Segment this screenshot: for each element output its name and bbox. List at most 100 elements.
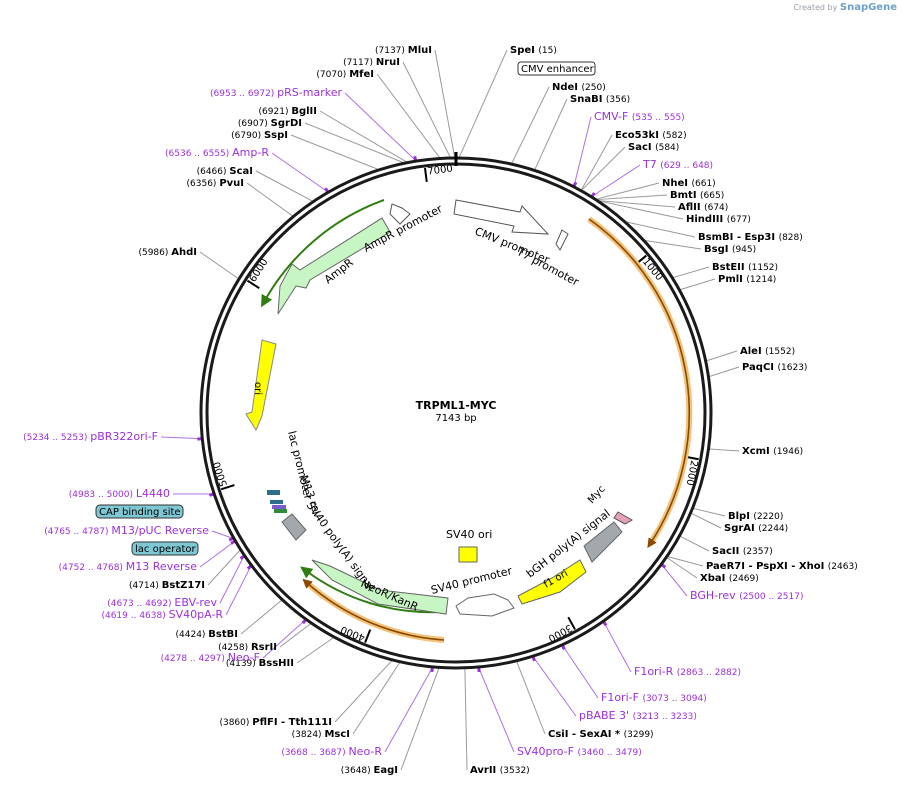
primer-leader bbox=[478, 667, 515, 753]
tick-label: 5000 bbox=[212, 460, 230, 488]
tick-mark bbox=[220, 484, 235, 491]
enzyme-labels: SpeI (15)NdeI (250)SnaBI (356)Eco53kI (5… bbox=[129, 45, 858, 776]
enzyme-leader bbox=[645, 239, 702, 250]
enzyme-label: (3648) EagI bbox=[341, 765, 398, 776]
enzyme-label: (7117) NruI bbox=[343, 57, 400, 68]
enzyme-position: (7137) bbox=[375, 46, 408, 56]
enzyme-name: AhdI bbox=[171, 247, 197, 258]
primer-leader bbox=[573, 116, 592, 186]
enzyme-leader bbox=[279, 623, 311, 648]
ampr-arc bbox=[261, 199, 385, 308]
primer-labels: CMV-F (535 .. 555)T7 (629 .. 648)BGH-rev… bbox=[23, 86, 803, 758]
myc-label: Myc bbox=[586, 484, 608, 506]
enzyme-leader bbox=[598, 200, 676, 208]
enzyme-position: (3532) bbox=[500, 766, 530, 776]
primer-position: (2500 .. 2517) bbox=[739, 592, 803, 602]
enzyme-name: MfeI bbox=[349, 69, 374, 80]
enzyme-name: BstBI bbox=[208, 629, 238, 640]
enzyme-name: BmtI bbox=[670, 190, 700, 201]
primer-position: (6953 .. 6972) bbox=[210, 89, 277, 99]
enzyme-leader bbox=[626, 221, 696, 238]
enzyme-label: Eco53kI (582) bbox=[615, 130, 687, 141]
enzyme-position: (945) bbox=[732, 245, 756, 255]
enzyme-name: AvrII bbox=[470, 765, 500, 776]
enzyme-name: SgrAI bbox=[724, 523, 758, 534]
enzyme-label: SgrAI (2244) bbox=[724, 523, 788, 534]
enzyme-position: (2244) bbox=[758, 524, 788, 534]
enzyme-label: (4258) RsrII bbox=[218, 642, 277, 653]
primer-label: (4983 .. 5000) L4440 bbox=[69, 487, 170, 500]
enzyme-name: XbaI bbox=[700, 573, 729, 584]
primer-leader bbox=[225, 565, 252, 616]
ampr-feature bbox=[277, 217, 391, 315]
tick-label: 2000 bbox=[684, 459, 700, 486]
enzyme-position: (356) bbox=[606, 95, 630, 105]
primer-position: (535 .. 555) bbox=[632, 113, 685, 123]
enzyme-label: SnaBI (356) bbox=[570, 94, 630, 105]
enzyme-leader bbox=[334, 660, 393, 723]
primer-label: (6536 .. 6555) Amp-R bbox=[165, 146, 269, 159]
primer-label: (4673 .. 4692) EBV-rev bbox=[107, 596, 217, 609]
plasmid-length: 7143 bp bbox=[435, 413, 476, 424]
enzyme-label: (7070) MfeI bbox=[316, 69, 374, 80]
cmv-enhancer-box bbox=[517, 61, 596, 76]
enzyme-name: ScaI bbox=[229, 166, 253, 177]
enzyme-name: BstEII bbox=[712, 262, 748, 273]
enzyme-leader bbox=[693, 507, 726, 517]
primer-label: pBABE 3' (3213 .. 3233) bbox=[579, 709, 697, 722]
enzyme-name: PmlI bbox=[718, 274, 746, 285]
primer-name: M13 Reverse bbox=[126, 560, 197, 573]
sv40-promoter-label: SV40 promoter bbox=[430, 564, 514, 597]
primer-position: (629 .. 648) bbox=[660, 161, 713, 171]
primer-position: (4983 .. 5000) bbox=[69, 490, 136, 500]
primer-position: (3213 .. 3233) bbox=[633, 712, 697, 722]
enzyme-name: PaqCI bbox=[742, 362, 778, 373]
enzyme-label: XcmI (1946) bbox=[742, 446, 803, 457]
enzyme-position: (2220) bbox=[753, 512, 783, 522]
enzyme-label: AvrII (3532) bbox=[470, 765, 530, 776]
cap-site-label: CAP binding site bbox=[99, 507, 181, 518]
enzyme-label: CsiI - SexAI * (3299) bbox=[548, 729, 654, 740]
primer-leader bbox=[344, 92, 416, 161]
enzyme-name: HindIII bbox=[686, 214, 727, 225]
enzyme-position: (582) bbox=[662, 131, 686, 141]
primer-position: (4765 .. 4787) bbox=[44, 527, 111, 537]
lac-operator-box bbox=[131, 541, 199, 556]
enzyme-label: NdeI (250) bbox=[552, 82, 606, 93]
credit-prefix: Created by bbox=[793, 3, 838, 12]
enzyme-name: SacI bbox=[628, 142, 655, 153]
primer-name: Neo-F bbox=[228, 651, 260, 664]
enzyme-name: NdeI bbox=[552, 82, 582, 93]
enzyme-name: EagI bbox=[374, 765, 398, 776]
tick-mark bbox=[364, 629, 372, 644]
primer-leader bbox=[384, 667, 433, 753]
enzyme-leader bbox=[709, 448, 740, 452]
primer-leader bbox=[532, 656, 577, 717]
enzyme-position: (584) bbox=[655, 143, 679, 153]
primer-label: (4278 .. 4297) Neo-F bbox=[161, 651, 260, 664]
enzyme-leader bbox=[319, 110, 407, 163]
t7-promoter-label: T7 promoter bbox=[514, 245, 582, 289]
enzyme-leader bbox=[304, 122, 404, 163]
enzyme-label: SacI (584) bbox=[628, 142, 679, 153]
enzyme-name: BstZ17I bbox=[162, 580, 205, 591]
cmv-promoter-arrow bbox=[453, 199, 550, 235]
cap-site-box bbox=[95, 504, 184, 519]
sv40-polya-feature bbox=[281, 513, 307, 541]
enzyme-label: BsgI (945) bbox=[704, 244, 756, 255]
primer-position: (4673 .. 4692) bbox=[107, 599, 174, 609]
ampr-promoter-arrow bbox=[389, 203, 411, 225]
enzyme-leader bbox=[402, 61, 451, 158]
enzyme-name: PvuI bbox=[219, 178, 244, 189]
enzyme-label: BmtI (665) bbox=[670, 190, 724, 201]
enzyme-label: (7137) MluI bbox=[375, 45, 432, 56]
enzyme-label: (6356) PvuI bbox=[187, 178, 244, 189]
enzyme-label: (3860) PflFI - Tth111I bbox=[219, 717, 332, 728]
enzyme-position: (3824) bbox=[292, 730, 325, 740]
enzyme-leader bbox=[673, 266, 710, 279]
snapgene-credit: Created by SnapGene bbox=[793, 2, 897, 13]
enzyme-name: RsrII bbox=[251, 642, 277, 653]
enzyme-label: (6921) BglII bbox=[259, 106, 317, 117]
enzyme-label: PaqCI (1623) bbox=[742, 362, 807, 373]
primer-leader bbox=[271, 152, 328, 193]
